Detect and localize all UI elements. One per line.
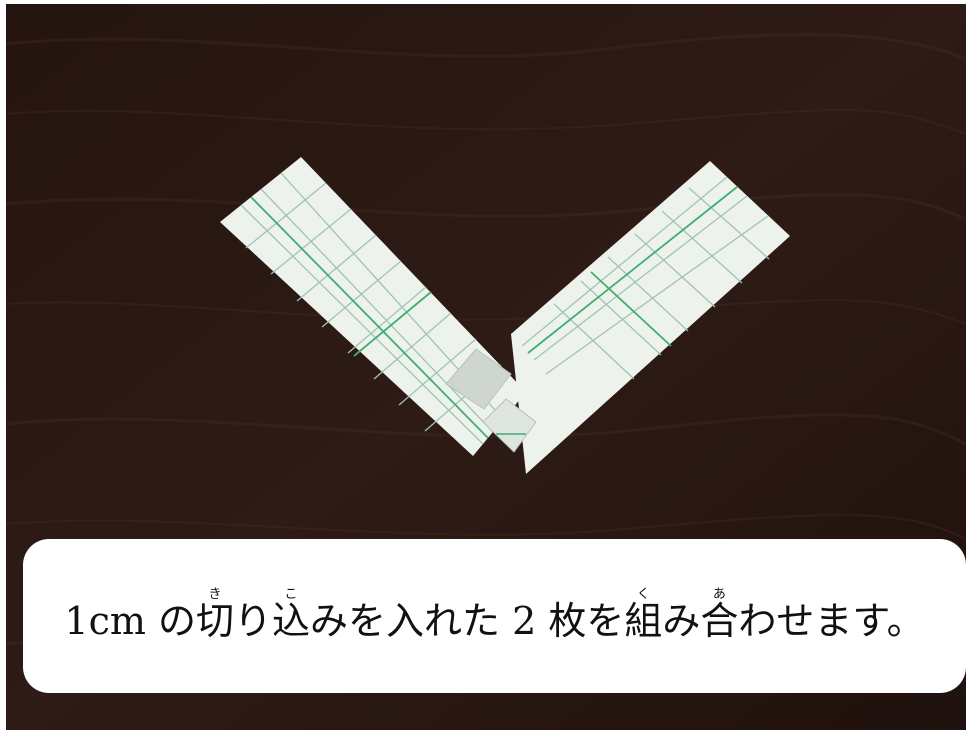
caption-mid-3: み bbox=[662, 599, 701, 643]
caption-lead: 1cm の bbox=[64, 599, 196, 643]
caption-ruby-3: 組く bbox=[624, 587, 663, 643]
caption-ruby-1: 切き bbox=[195, 587, 234, 643]
right-paper-strip bbox=[511, 161, 790, 474]
caption-text: 1cm の切きり込こみを入れた 2 枚を組くみ合あわせます。 bbox=[23, 587, 966, 652]
interlocking-slits bbox=[445, 348, 537, 453]
caption-ruby-4: 合あ bbox=[700, 587, 739, 643]
caption-box: 1cm の切きり込こみを入れた 2 枚を組くみ合あわせます。 bbox=[23, 539, 966, 693]
caption-mid-2: みを入れた 2 枚を bbox=[310, 599, 625, 643]
caption-tail: わせます。 bbox=[738, 599, 925, 643]
caption-mid-1: り bbox=[233, 599, 272, 643]
caption-ruby-2: 込こ bbox=[272, 587, 311, 643]
